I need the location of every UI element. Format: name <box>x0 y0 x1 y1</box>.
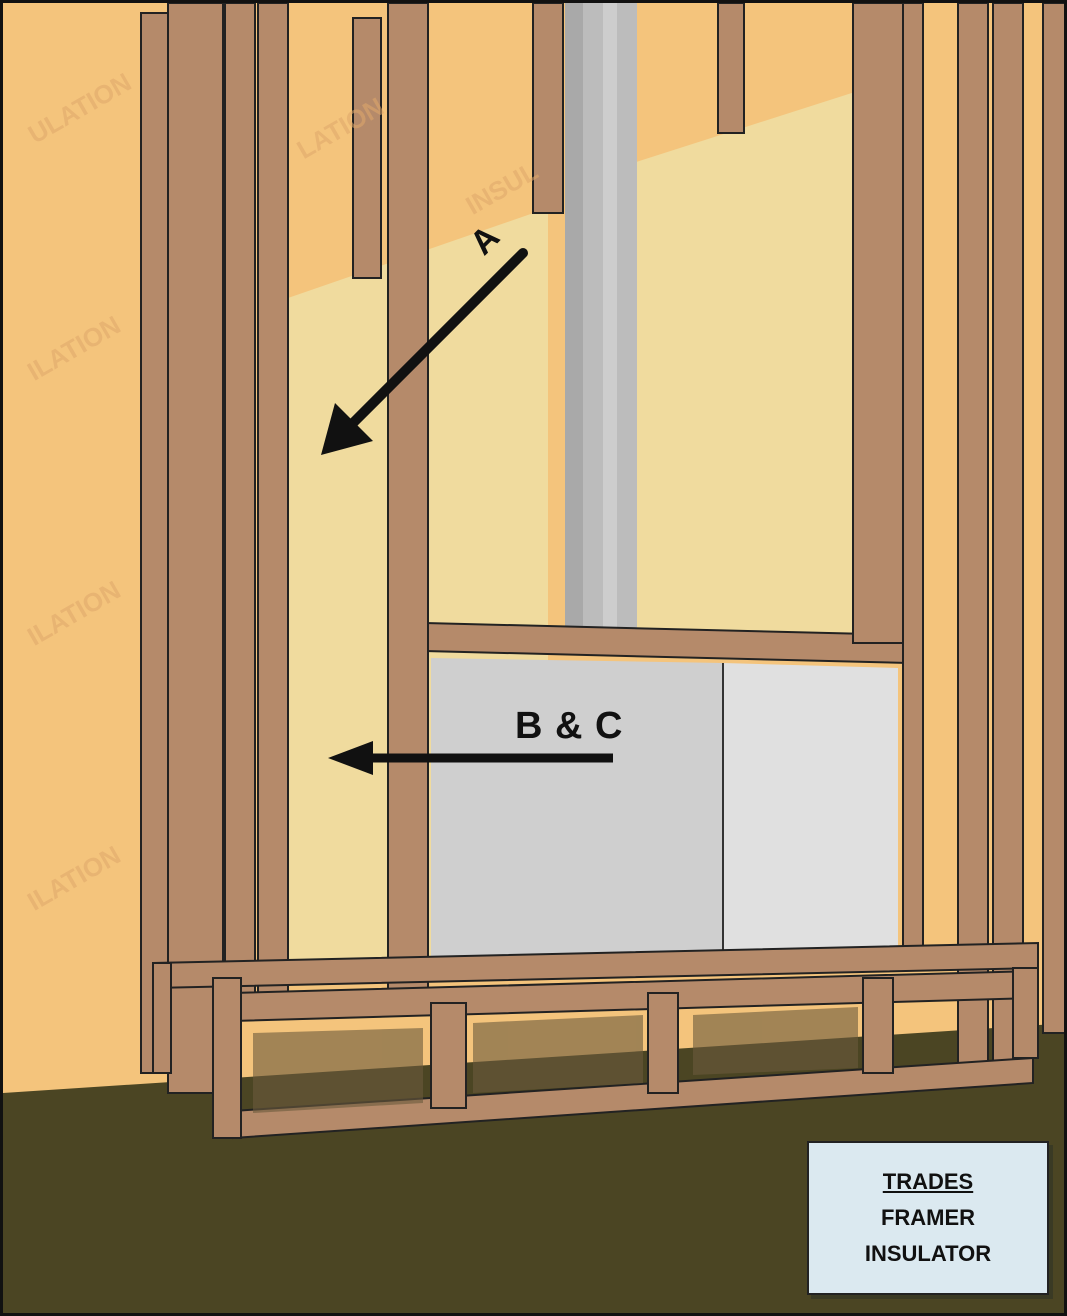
framing-scene <box>3 3 1067 1316</box>
trade-item-insulator: INSULATOR <box>809 1241 1047 1267</box>
trades-heading: TRADES <box>809 1169 1047 1195</box>
trades-legend: TRADES FRAMER INSULATOR <box>807 1141 1049 1295</box>
fireplace-box-back <box>431 658 723 958</box>
trade-item-framer: FRAMER <box>809 1205 1047 1231</box>
label-bc: B & C <box>515 705 623 748</box>
fireplace-box-side <box>723 663 898 953</box>
chase-insulation-panel-right <box>633 91 858 643</box>
chimney-pipe-highlight <box>603 3 617 635</box>
chimney-pipe-shade <box>565 3 583 635</box>
